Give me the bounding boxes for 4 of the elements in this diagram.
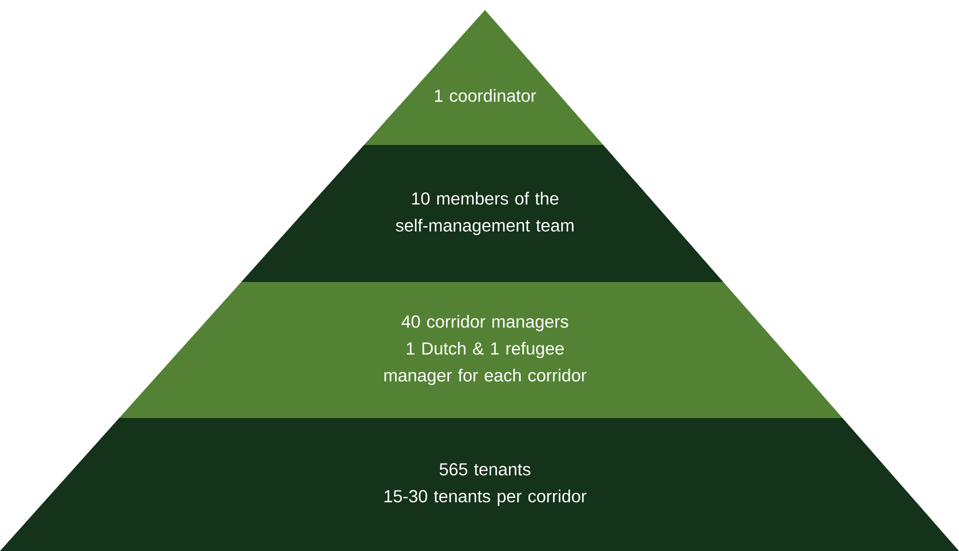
pyramid-tier: 40 corridor managers 1 Dutch & 1 refugee manager for each corridor bbox=[119, 282, 842, 418]
pyramid-tier: 10 members of the self-management team bbox=[241, 145, 724, 282]
pyramid-tier: 565 tenants 15-30 tenants per corridor bbox=[0, 418, 959, 551]
pyramid-tier: 1 coordinator bbox=[364, 10, 604, 145]
